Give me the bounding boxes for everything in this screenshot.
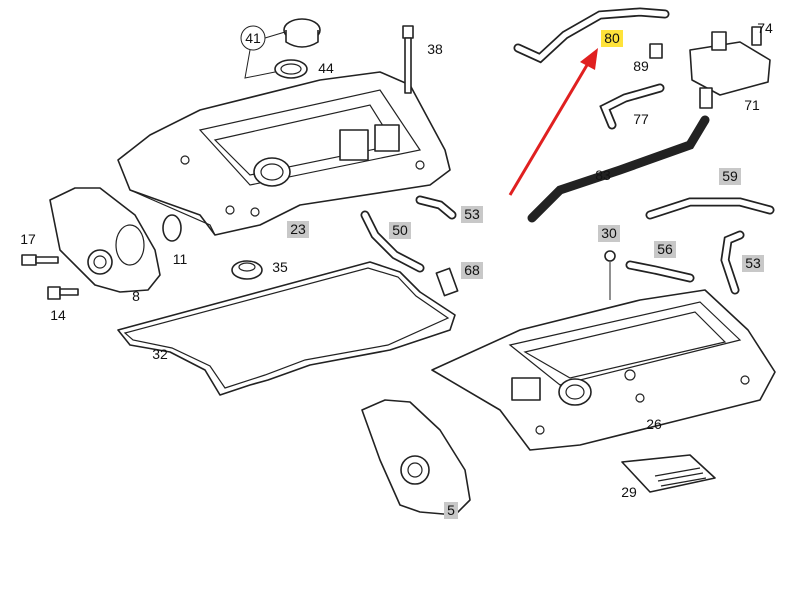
bolt-14	[47, 286, 79, 300]
hose-53-lower	[720, 230, 745, 295]
part-number-17: 17	[20, 231, 36, 247]
hose-77	[599, 83, 665, 130]
hose-53-upper	[415, 195, 457, 220]
label-tag-30	[598, 225, 620, 242]
part-number-83: 83	[595, 167, 611, 183]
valve-68	[435, 267, 459, 297]
label-tag-68	[461, 262, 483, 279]
part-number-30: 30	[601, 225, 617, 241]
fitting-89	[649, 43, 663, 59]
breather-housing-71	[689, 31, 771, 109]
label-tag-23	[287, 221, 309, 238]
part-number-38: 38	[427, 41, 443, 57]
part-number-41: 41	[245, 30, 261, 46]
valve-cover-gasket	[117, 261, 456, 396]
hose-80	[513, 7, 670, 64]
part-number-77: 77	[633, 111, 649, 127]
hose-56	[625, 260, 695, 283]
label-tag-56	[654, 241, 676, 258]
part-number-44: 44	[318, 60, 334, 76]
part-number-53a: 53	[464, 206, 480, 222]
highlight-arrow	[508, 48, 598, 196]
part-number-53b: 53	[745, 255, 761, 271]
part-number-11: 11	[173, 251, 188, 267]
hose-50	[360, 210, 425, 273]
part-number-71: 71	[744, 97, 760, 113]
oring-11	[162, 214, 182, 242]
part-number-29: 29	[621, 484, 637, 500]
part-number-14: 14	[50, 307, 66, 323]
part-number-59: 59	[722, 168, 738, 184]
label-tag-80	[601, 30, 623, 47]
hose-83	[527, 115, 710, 223]
label-sticker	[621, 454, 716, 493]
part-number-5: 5	[447, 502, 455, 518]
end-cover-left	[49, 187, 161, 293]
part-number-89: 89	[633, 58, 649, 74]
part-number-74: 74	[757, 20, 773, 36]
label-tag-59	[719, 168, 741, 185]
bolt-17	[21, 254, 59, 266]
grommet-35	[231, 260, 263, 280]
label-tag-53a	[461, 206, 483, 223]
part-number-26: 26	[646, 416, 662, 432]
seal-ring	[274, 59, 308, 79]
part-number-80: 80	[604, 30, 620, 46]
fitting-74	[751, 26, 762, 46]
part-number-23: 23	[290, 221, 306, 237]
label-tag-53b	[742, 255, 764, 272]
part-number-50: 50	[392, 222, 408, 238]
part-number-35: 35	[272, 259, 288, 275]
part-number-68: 68	[464, 262, 480, 278]
part-number-32: 32	[152, 346, 168, 362]
part-number-8: 8	[132, 288, 140, 304]
label-tag-5	[444, 502, 458, 519]
lower-valve-cover	[431, 289, 776, 451]
bolt-38	[402, 25, 414, 94]
hose-59	[645, 197, 775, 220]
upper-valve-cover	[117, 71, 451, 236]
part-number-56: 56	[657, 241, 673, 257]
end-cover-lower	[361, 399, 471, 516]
label-tag-50	[389, 222, 411, 239]
oil-filler-cap	[283, 18, 321, 48]
clip-30	[604, 250, 616, 262]
